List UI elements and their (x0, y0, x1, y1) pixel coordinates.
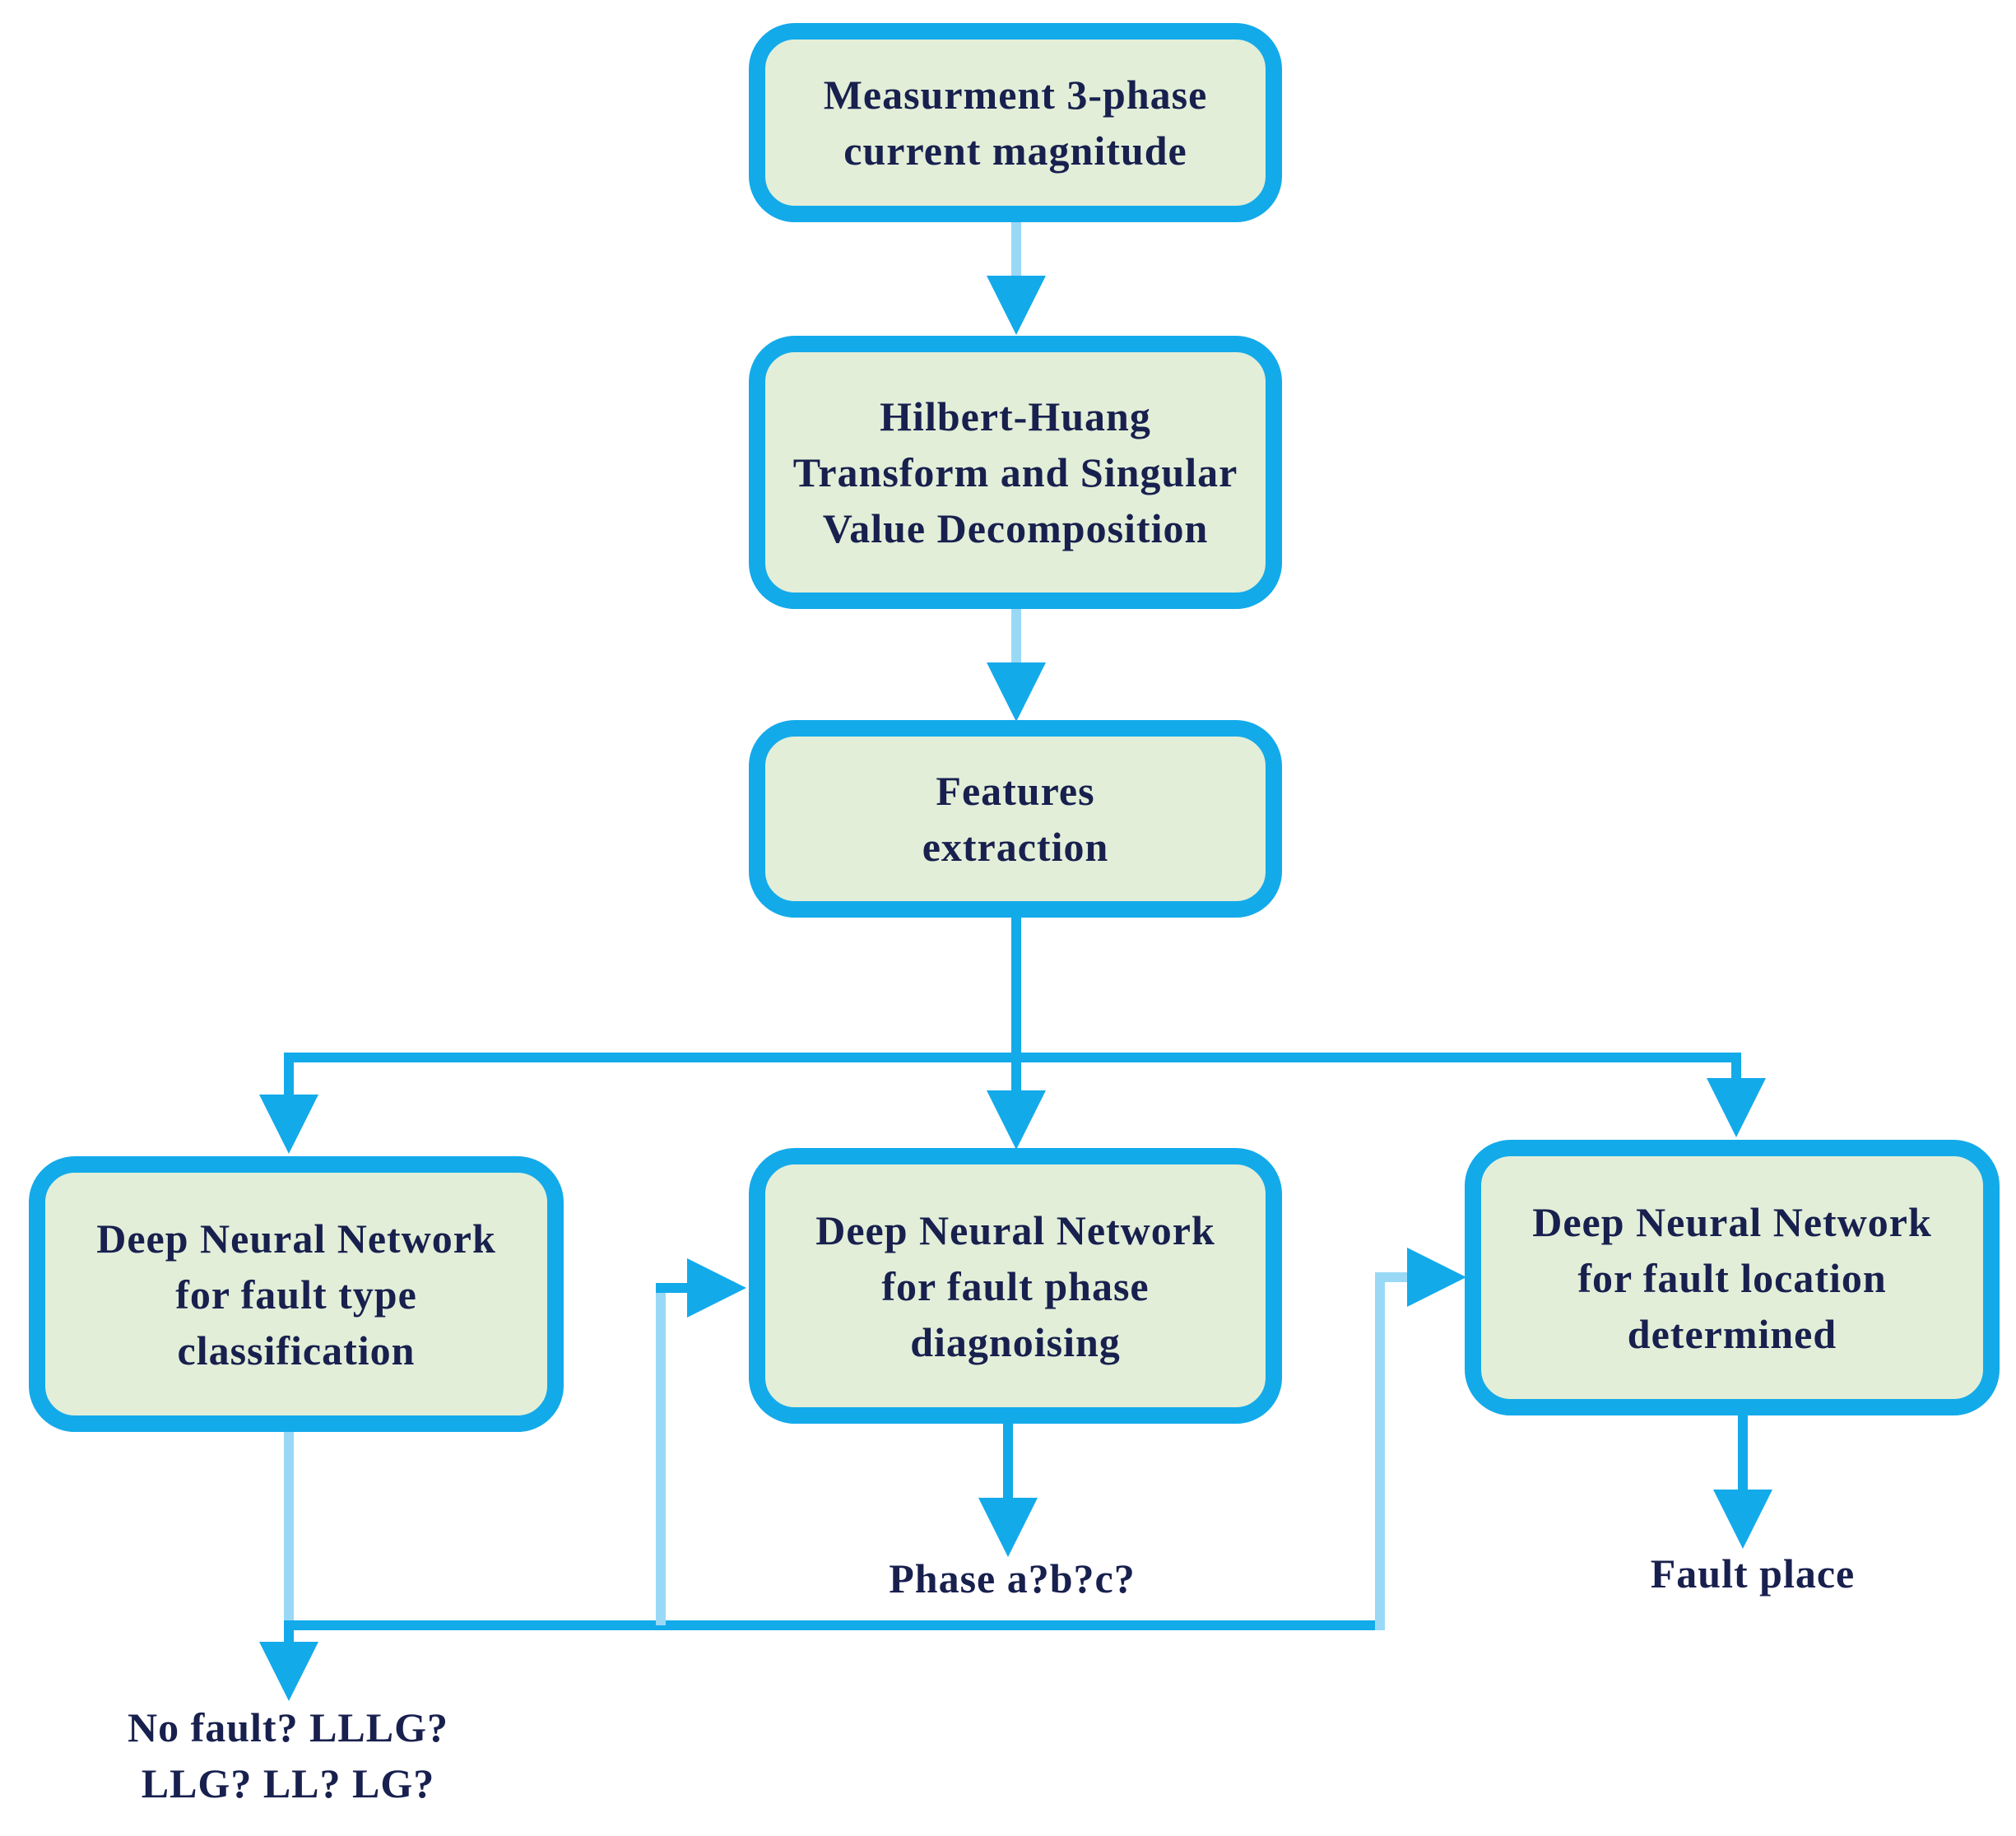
fault-type-output-line-2: LLG? LL? LG? (141, 1760, 435, 1806)
features-line-2: extraction (922, 824, 1109, 870)
features-line-1: Features (936, 768, 1095, 814)
dnn-fault-type-box: Deep Neural Network for fault type class… (29, 1156, 564, 1432)
hht-svd-line-3: Value Decomposition (822, 505, 1209, 551)
fault-place-output-label: Fault place (1588, 1545, 1917, 1601)
features-extraction-box: Features extraction (749, 720, 1282, 918)
fault-place-output-line-1: Fault place (1650, 1550, 1856, 1597)
fault-type-output-label: No fault? LLLG? LLG? LL? LG? (91, 1699, 485, 1811)
measurement-line-2: current magnitude (843, 128, 1187, 174)
measurement-line-1: Measurment 3-phase (823, 72, 1208, 118)
measurement-box: Measurment 3-phase current magnitude (749, 23, 1282, 222)
fault-type-output-line-1: No fault? LLLG? (127, 1704, 449, 1750)
dnn-fault-phase-box: Deep Neural Network for fault phase diag… (749, 1148, 1282, 1424)
dnn-type-line-2: for fault type (175, 1271, 417, 1318)
dnn-phase-line-1: Deep Neural Network (815, 1206, 1215, 1253)
dnn-phase-line-2: for fault phase (881, 1262, 1150, 1309)
phase-output-label: Phase a?b?c? (827, 1550, 1197, 1606)
hht-svd-line-1: Hilbert-Huang (880, 393, 1151, 439)
dnn-type-line-3: classification (177, 1327, 416, 1374)
hht-svd-line-2: Transform and Singular (792, 449, 1238, 495)
dnn-type-line-1: Deep Neural Network (96, 1215, 496, 1262)
phase-output-line-1: Phase a?b?c? (889, 1555, 1136, 1601)
hht-svd-box: Hilbert-Huang Transform and Singular Val… (749, 336, 1282, 609)
dnn-location-line-2: for fault location (1577, 1254, 1887, 1301)
dnn-location-line-1: Deep Neural Network (1532, 1198, 1932, 1245)
dnn-fault-location-box: Deep Neural Network for fault location d… (1465, 1140, 2000, 1415)
dnn-location-line-3: determined (1627, 1310, 1837, 1357)
dnn-phase-line-3: diagnoising (910, 1318, 1121, 1365)
